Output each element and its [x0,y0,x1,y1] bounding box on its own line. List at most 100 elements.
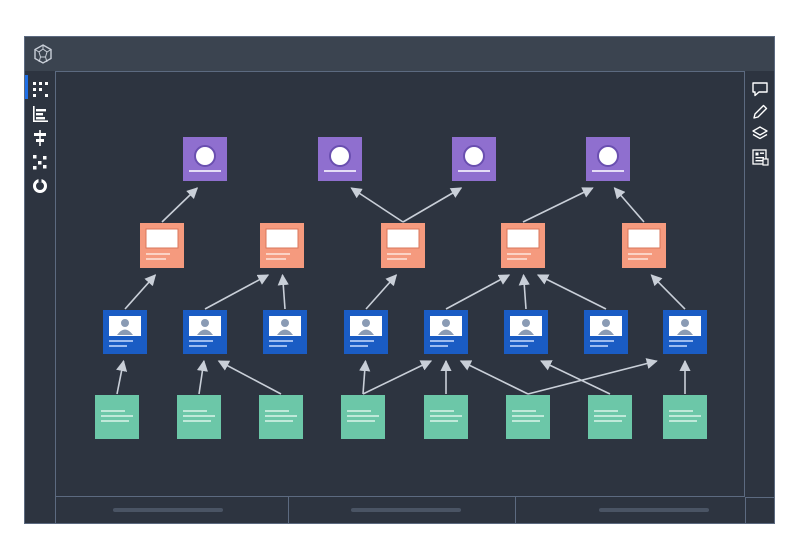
node-line [507,253,531,255]
align-center-icon[interactable] [31,129,49,147]
active-indicator [25,75,28,99]
person-body [598,329,614,335]
card-1-node[interactable] [140,223,184,268]
node-line [265,410,289,412]
node-line [183,415,215,417]
right-sidebar [744,71,774,523]
hexagon-logo-icon[interactable] [33,44,53,64]
node-line [269,340,293,342]
edge-profile-2-to-card-2 [204,274,270,310]
node-line [350,340,374,342]
bottom-panel-3[interactable] [516,497,746,523]
bottom-panel-2[interactable] [289,497,516,523]
doc-2-node[interactable] [177,395,221,439]
edge-profile-7-to-card-4 [536,274,607,310]
doc-4-node[interactable] [341,395,385,439]
top-3-node[interactable] [452,137,496,181]
node-line [430,415,462,417]
card-4-node[interactable] [501,223,545,268]
node-line [189,170,221,172]
avatar-circle [329,145,351,167]
node-line [507,258,527,260]
node-line [265,420,293,422]
person-body [438,329,454,335]
hierarchy-diagram [95,137,707,439]
node-line [101,410,125,412]
bottom-panel-bar [56,496,745,523]
node-line [512,415,544,417]
scatter-nodes-icon[interactable] [31,153,49,171]
person-body [518,329,534,335]
scroll-handle[interactable] [113,508,223,512]
person-head [602,319,610,327]
edge-doc-4-to-profile-4 [359,359,371,395]
person-head [522,319,530,327]
node-line [628,258,648,260]
doc-1-node[interactable] [95,395,139,439]
node-line [430,420,458,422]
node-line [266,258,286,260]
person-head [281,319,289,327]
node-line [669,340,693,342]
comment-icon[interactable] [751,80,769,98]
node-line [669,345,687,347]
bottom-panel-1[interactable] [56,497,289,523]
node-line [350,345,368,347]
profile-3-node[interactable] [263,310,307,354]
top-4-node[interactable] [586,137,630,181]
profile-8-node[interactable] [663,310,707,354]
doc-8-node[interactable] [663,395,707,439]
top-2-node[interactable] [318,137,362,181]
node-line [510,340,534,342]
edge-doc-6-to-profile-8 [527,358,658,395]
person-head [681,319,689,327]
card-window [627,228,661,249]
avatar-circle [597,145,619,167]
scroll-handle[interactable] [351,508,461,512]
doc-6-node[interactable] [506,395,550,439]
profile-6-node[interactable] [504,310,548,354]
node-line [512,420,540,422]
title-bar [25,37,774,72]
card-2-node[interactable] [260,223,304,268]
card-window [386,228,420,249]
node-line [146,258,166,260]
layers-icon[interactable] [751,125,769,143]
node-line [387,258,407,260]
node-line [189,345,207,347]
cycle-icon[interactable] [31,177,49,195]
person-body [358,329,374,335]
edge-profile-3-to-card-2 [277,273,289,310]
profile-2-node[interactable] [183,310,227,354]
edge-profile-5-to-card-4 [445,274,511,310]
edge-doc-7-to-profile-6 [540,360,611,395]
profile-4-node[interactable] [344,310,388,354]
profile-5-node[interactable] [424,310,468,354]
corner-cell [745,497,774,523]
node-line [347,415,379,417]
person-body [277,329,293,335]
card-3-node[interactable] [381,223,425,268]
dashboard-grid-icon[interactable] [31,80,49,98]
edge-card-4-to-top-4 [522,187,594,223]
edge-profile-1-to-card-1 [124,274,157,310]
profile-1-node[interactable] [103,310,147,354]
edge-doc-2-to-profile-2 [196,359,208,395]
edge-profile-6-to-card-4 [518,273,530,310]
profile-7-node[interactable] [584,310,628,354]
scroll-handle[interactable] [599,508,709,512]
bar-chart-icon[interactable] [31,105,49,123]
node-line [109,345,127,347]
top-1-node[interactable] [183,137,227,181]
doc-3-node[interactable] [259,395,303,439]
card-5-node[interactable] [622,223,666,268]
node-line [146,253,170,255]
doc-5-node[interactable] [424,395,468,439]
node-line [510,345,528,347]
node-line [669,410,693,412]
pencil-icon[interactable] [751,103,769,121]
doc-7-node[interactable] [588,395,632,439]
report-icon[interactable] [751,148,769,166]
node-line [430,410,454,412]
avatar-circle [463,145,485,167]
